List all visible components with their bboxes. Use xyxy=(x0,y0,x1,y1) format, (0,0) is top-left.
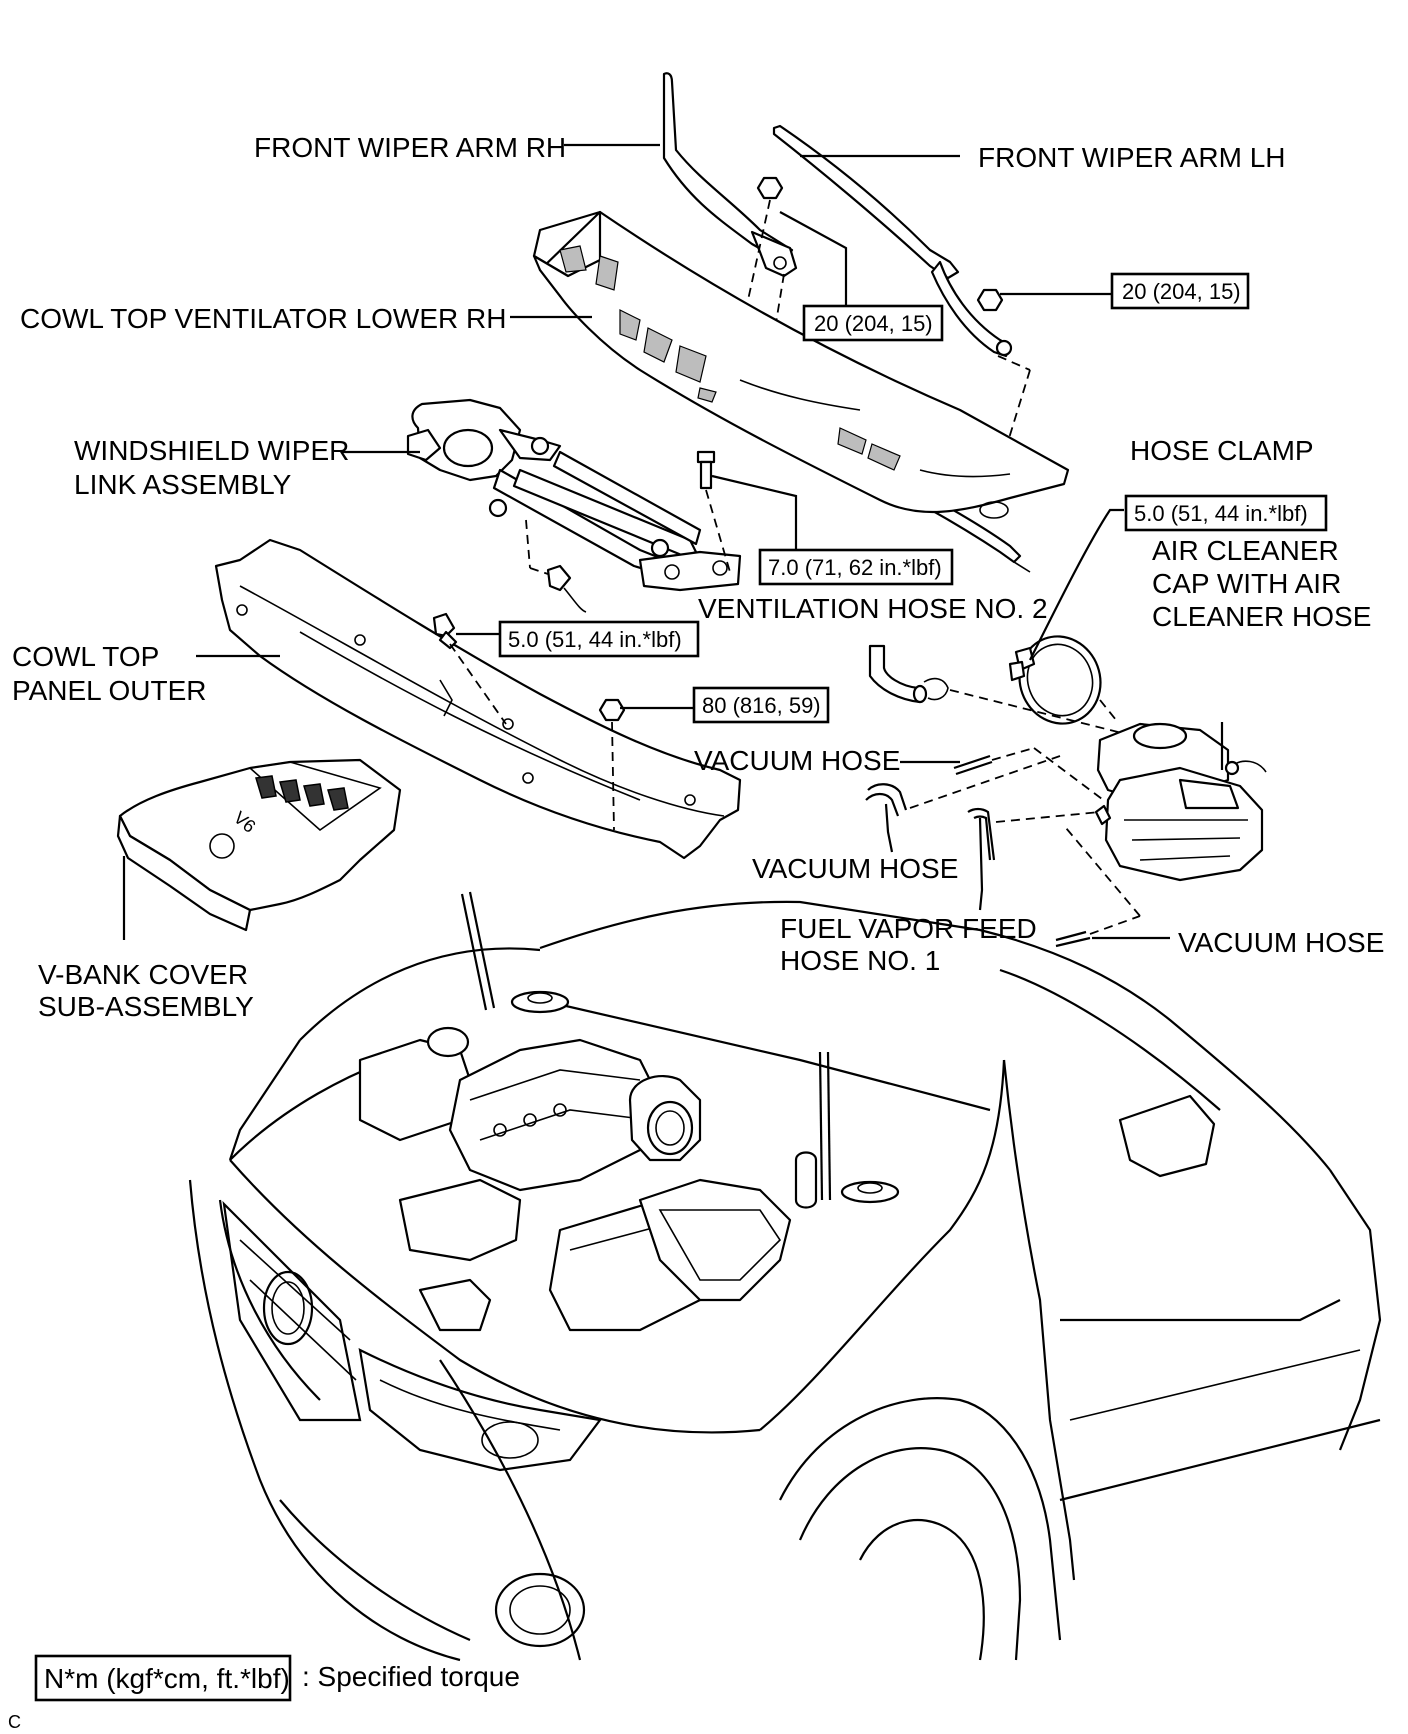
label-cowl-top-panel-line2: PANEL OUTER xyxy=(12,675,206,706)
air-cleaner-cap-with-hose xyxy=(1094,722,1267,882)
label-cowl-top-ventilator-lower-rh: COWL TOP VENTILATOR LOWER RH xyxy=(20,303,506,334)
label-windshield-wiper-line2: LINK ASSEMBLY xyxy=(74,469,292,500)
torque-wiper-arm-rh-text: 20 (204, 15) xyxy=(814,311,933,336)
legend-unit-box: N*m (kgf*cm, ft.*lbf) xyxy=(44,1663,290,1694)
label-cowl-top-panel-line1: COWL TOP xyxy=(12,641,159,672)
vacuum-hose-upper xyxy=(953,754,993,776)
ventilation-hose-no2 xyxy=(868,644,949,704)
cowl-top-ventilator-lower-rh xyxy=(532,210,1070,573)
label-windshield-wiper-line1: WINDSHIELD WIPER xyxy=(74,435,349,466)
corner-code: C xyxy=(8,1712,21,1732)
label-hose-clamp: HOSE CLAMP xyxy=(1130,435,1314,466)
label-v-bank-cover-line1: V-BANK COVER xyxy=(38,959,248,990)
torque-spec-wiper-arm-rh: 20 (204, 15) xyxy=(802,304,944,342)
part-labels: FRONT WIPER ARM RH FRONT WIPER ARM LH CO… xyxy=(12,132,1384,1022)
torque-hose-clamp-text: 5.0 (51, 44 in.*lbf) xyxy=(1134,501,1308,526)
label-front-wiper-arm-lh: FRONT WIPER ARM LH xyxy=(978,142,1286,173)
cowl-panel-bolt xyxy=(432,612,458,650)
windshield-wiper-link-assembly xyxy=(406,398,742,592)
cowl-panel-nut xyxy=(598,698,626,722)
vacuum-hose-lower xyxy=(1055,930,1091,948)
torque-spec-cowl-panel-nut: 80 (816, 59) xyxy=(692,686,830,724)
wiper-link-bolt xyxy=(696,450,716,490)
legend-description: : Specified torque xyxy=(302,1661,520,1692)
label-ventilation-hose-no2: VENTILATION HOSE NO. 2 xyxy=(698,593,1048,624)
engine-components xyxy=(358,990,900,1332)
torque-spec-hose-clamp: 5.0 (51, 44 in.*lbf) xyxy=(1124,494,1328,532)
wiper-arm-rh-nut xyxy=(756,176,784,200)
label-air-cleaner-line2: CAP WITH AIR xyxy=(1152,568,1341,599)
label-front-wiper-arm-rh: FRONT WIPER ARM RH xyxy=(254,132,566,163)
leader-lines xyxy=(122,143,1170,940)
fuel-vapor-feed-hose-no1 xyxy=(967,807,996,861)
cowl-top-panel-outer xyxy=(214,538,742,860)
torque-spec-cowl-panel-bolt: 5.0 (51, 44 in.*lbf) xyxy=(498,620,700,658)
hose-clamp xyxy=(1008,635,1102,725)
v-bank-cover-sub-assembly: V6 xyxy=(116,758,402,932)
vehicle-engine-bay xyxy=(188,891,1382,1662)
torque-cowl-panel-bolt-text: 5.0 (51, 44 in.*lbf) xyxy=(508,627,682,652)
label-air-cleaner-line3: CLEANER HOSE xyxy=(1152,601,1371,632)
label-vacuum-hose-upper: VACUUM HOSE xyxy=(694,745,900,776)
label-vacuum-hose-middle: VACUUM HOSE xyxy=(752,853,958,884)
label-air-cleaner-line1: AIR CLEANER xyxy=(1152,535,1339,566)
torque-spec-wiper-link-bolt: 7.0 (71, 62 in.*lbf) xyxy=(758,548,954,586)
wiper-arm-lh-nut xyxy=(976,288,1004,312)
label-vacuum-hose-lower: VACUUM HOSE xyxy=(1178,927,1384,958)
label-v-bank-cover-line2: SUB-ASSEMBLY xyxy=(38,991,254,1022)
torque-wiper-link-bolt-text: 7.0 (71, 62 in.*lbf) xyxy=(768,555,942,580)
label-fuel-vapor-line1: FUEL VAPOR FEED xyxy=(780,913,1037,944)
torque-spec-wiper-arm-lh: 20 (204, 15) xyxy=(1110,272,1250,310)
torque-cowl-panel-nut-text: 80 (816, 59) xyxy=(702,693,821,718)
front-wiper-arm-lh xyxy=(772,124,1013,358)
vacuum-hose-middle xyxy=(865,783,908,817)
front-wiper-arm-rh xyxy=(662,72,798,278)
wiper-link-connector xyxy=(546,564,587,613)
label-fuel-vapor-line2: HOSE NO. 1 xyxy=(780,945,940,976)
torque-legend: N*m (kgf*cm, ft.*lbf) : Specified torque xyxy=(34,1654,520,1702)
torque-wiper-arm-lh-text: 20 (204, 15) xyxy=(1122,279,1241,304)
